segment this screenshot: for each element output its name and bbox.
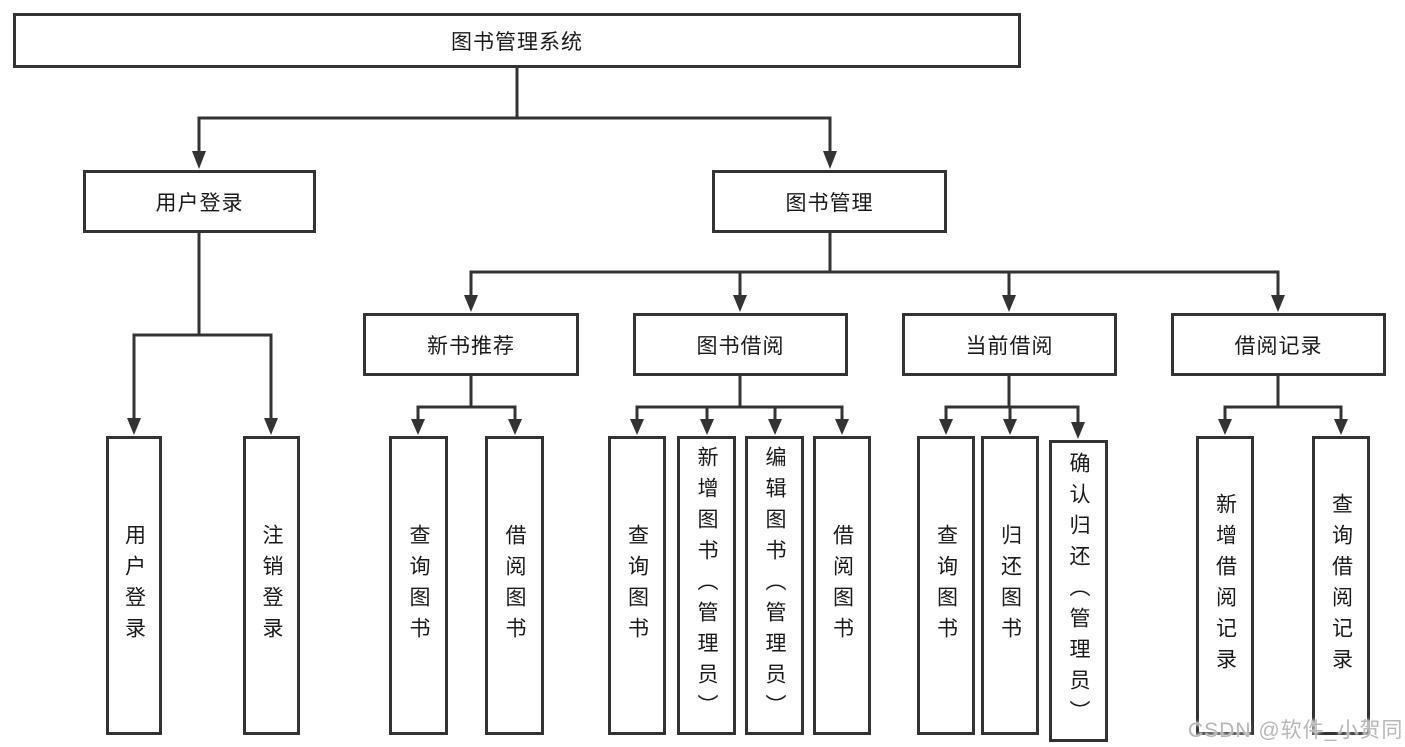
node-label: 图书借阅 bbox=[696, 334, 785, 358]
node-label: 编辑图书（管理员） bbox=[763, 446, 787, 725]
connector-root-to-level2 bbox=[197, 68, 832, 152]
node-library-management-system: 图书管理系统 bbox=[13, 13, 1021, 68]
csdn-watermark: CSDN @软件_小贺同学 bbox=[1188, 719, 1405, 742]
leaf-br-query-record: 查询借阅记录 bbox=[1312, 436, 1370, 735]
leaf-bb-edit-books-admin: 编辑图书（管理员） bbox=[745, 436, 804, 735]
node-label: 借阅记录 bbox=[1234, 334, 1323, 358]
node-label: 借阅图书 bbox=[830, 523, 854, 648]
node-book-management: 图书管理 bbox=[712, 170, 947, 233]
node-label: 新增图书（管理员） bbox=[695, 446, 719, 725]
node-user-login: 用户登录 bbox=[83, 170, 316, 233]
node-label: 注销登录 bbox=[260, 523, 284, 648]
node-label: 查询图书 bbox=[407, 523, 431, 648]
node-label: 用户登录 bbox=[155, 191, 244, 215]
arrowheads bbox=[127, 151, 1348, 439]
connector-bb-to-leaves bbox=[635, 375, 844, 420]
node-new-book-recommend: 新书推荐 bbox=[363, 313, 579, 376]
node-label: 图书管理系统 bbox=[451, 30, 583, 54]
leaf-nbr-query-books: 查询图书 bbox=[389, 436, 448, 735]
node-label: 借阅图书 bbox=[503, 523, 527, 648]
connector-br-to-leaves bbox=[1223, 375, 1343, 420]
node-label: 查询借阅记录 bbox=[1329, 492, 1353, 679]
node-borrow-records: 借阅记录 bbox=[1171, 313, 1386, 376]
node-label: 当前借阅 bbox=[965, 334, 1054, 358]
node-book-borrowing: 图书借阅 bbox=[633, 313, 848, 376]
node-label: 新书推荐 bbox=[427, 334, 515, 358]
node-label: 查询图书 bbox=[934, 523, 958, 648]
leaf-nbr-borrow-books: 借阅图书 bbox=[485, 436, 544, 735]
leaf-bb-borrow-books: 借阅图书 bbox=[813, 436, 871, 735]
node-label: 归还图书 bbox=[998, 523, 1022, 648]
node-label: 用户登录 bbox=[122, 523, 146, 648]
leaf-br-add-record: 新增借阅记录 bbox=[1196, 436, 1254, 735]
connector-bookmgmt-to-level3 bbox=[469, 232, 1280, 297]
connector-nbr-to-leaves bbox=[416, 375, 517, 420]
node-label: 确认归还（管理员） bbox=[1067, 451, 1091, 731]
node-label: 新增借阅记录 bbox=[1213, 492, 1237, 679]
leaf-bb-add-books-admin: 新增图书（管理员） bbox=[677, 436, 736, 735]
connector-userlogin-to-leaves bbox=[132, 232, 273, 420]
leaf-cb-query-books: 查询图书 bbox=[917, 436, 975, 735]
leaf-cb-confirm-return-admin: 确认归还（管理员） bbox=[1049, 440, 1108, 742]
node-label: 查询图书 bbox=[625, 523, 649, 648]
node-label: 图书管理 bbox=[785, 191, 874, 215]
leaf-cb-return-books: 归还图书 bbox=[981, 436, 1039, 735]
leaf-logout: 注销登录 bbox=[243, 436, 300, 735]
leaf-bb-query-books: 查询图书 bbox=[608, 436, 666, 735]
node-current-borrowing: 当前借阅 bbox=[902, 313, 1117, 376]
connector-cb-to-leaves bbox=[944, 375, 1080, 423]
leaf-user-login: 用户登录 bbox=[106, 436, 162, 735]
